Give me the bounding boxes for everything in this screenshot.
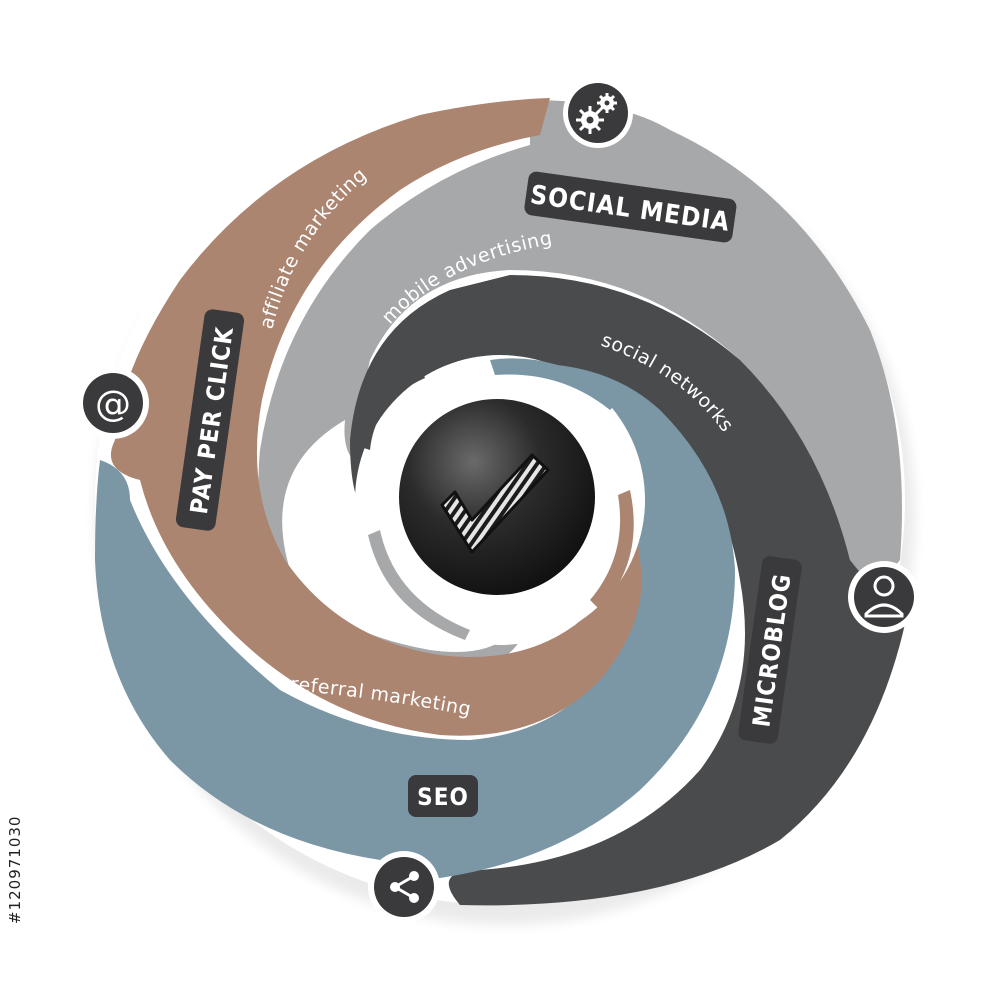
- svg-text:@: @: [95, 384, 131, 425]
- center-checkmark-badge: [399, 399, 595, 595]
- checkmark-icon: [440, 453, 550, 554]
- svg-text:SEO: SEO: [417, 783, 469, 811]
- user-icon: [848, 561, 920, 633]
- at-sign-icon: @: [77, 367, 149, 439]
- segment-social-media: [258, 100, 902, 665]
- segment-seo: [95, 363, 735, 879]
- gears-icon: [563, 78, 633, 148]
- title-seo: SEO: [408, 775, 478, 817]
- segment-microblog: [350, 275, 910, 906]
- stock-image-id: #120971030: [6, 815, 24, 925]
- share-icon: [368, 851, 440, 923]
- segment-pay-per-click: [110, 98, 642, 736]
